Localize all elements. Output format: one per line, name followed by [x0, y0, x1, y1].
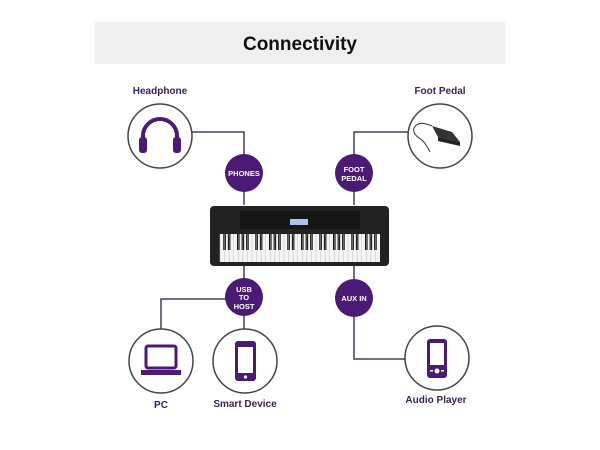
svg-text:USB: USB — [236, 285, 252, 294]
keyboard-image — [210, 206, 389, 266]
smartphone-icon — [235, 341, 256, 381]
audio-player-label: Audio Player — [405, 395, 466, 406]
svg-text:AUX IN: AUX IN — [341, 294, 366, 303]
headphone-icon — [139, 117, 181, 153]
audio-player-node: Audio Player — [404, 325, 470, 406]
port-phones: PHONES — [225, 154, 263, 192]
svg-text:PHONES: PHONES — [228, 169, 260, 178]
port-usb-to-host: USB TO HOST — [225, 278, 263, 316]
svg-text:PEDAL: PEDAL — [341, 174, 367, 183]
headphone-node: Headphone — [127, 86, 193, 169]
page-title: Connectivity — [243, 34, 357, 55]
svg-text:FOOT: FOOT — [344, 165, 365, 174]
audio-player-icon — [427, 339, 447, 378]
pc-node: PC — [128, 328, 194, 411]
headphone-label: Headphone — [133, 86, 188, 97]
port-foot-pedal: FOOT PEDAL — [335, 154, 373, 192]
laptop-icon — [141, 344, 181, 375]
svg-text:TO: TO — [239, 293, 249, 302]
pc-label: PC — [154, 400, 168, 411]
foot-pedal-node: Foot Pedal — [407, 86, 473, 169]
foot-pedal-label: Foot Pedal — [414, 86, 465, 97]
smart-device-label: Smart Device — [213, 399, 277, 410]
foot-pedal-icon — [413, 122, 460, 153]
title-bar — [95, 22, 505, 64]
port-aux-in: AUX IN — [335, 279, 373, 317]
smart-device-node: Smart Device — [212, 328, 278, 410]
svg-text:HOST: HOST — [234, 302, 255, 311]
